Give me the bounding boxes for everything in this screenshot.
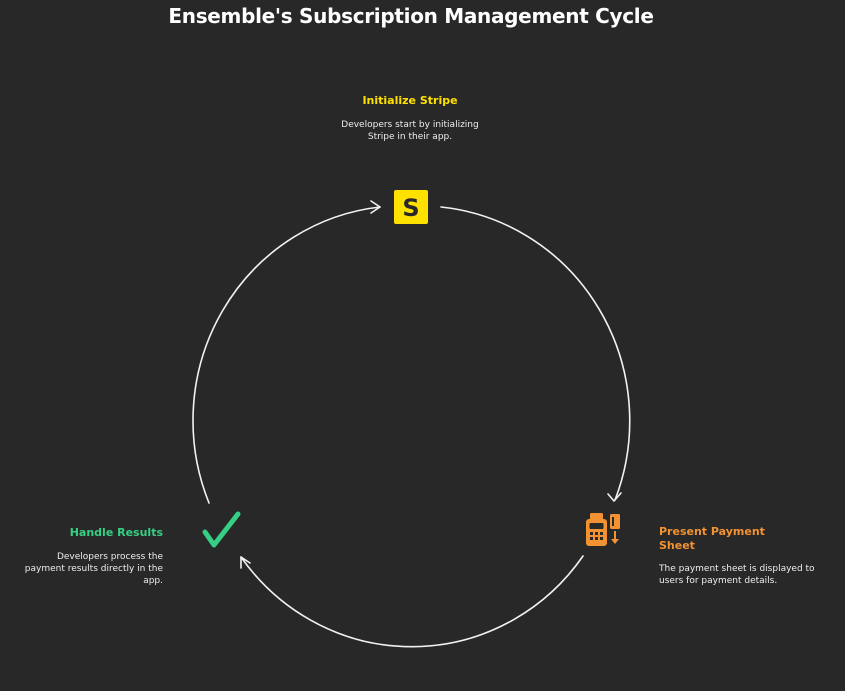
step-title-initialize-stripe: Initialize Stripe	[362, 94, 458, 107]
checkmark-icon	[202, 511, 241, 548]
diagram-title: Ensemble's Subscription Management Cycle	[168, 4, 654, 28]
step-title-present-payment-sheet: Present Payment Sheet	[659, 525, 765, 552]
payment-terminal-icon	[586, 513, 620, 546]
arrowhead-handle	[240, 556, 251, 569]
svg-text:S: S	[402, 194, 419, 222]
step-title-handle-results: Handle Results	[69, 526, 163, 539]
arrowhead-present	[607, 492, 622, 502]
stripe-logo-icon: S	[394, 190, 428, 224]
cycle-arc-present-to-handle	[240, 555, 584, 648]
step-description-handle-results: Developers process the payment results d…	[24, 552, 163, 586]
cycle-arc-initialize-to-present	[440, 206, 631, 501]
arrowhead-initialize	[370, 200, 381, 214]
cycle-arc-handle-to-initialize	[192, 206, 381, 504]
step-description-initialize-stripe: Developers start by initializing Stripe …	[341, 120, 479, 142]
step-description-present-payment-sheet: The payment sheet is displayed to users …	[659, 564, 815, 586]
